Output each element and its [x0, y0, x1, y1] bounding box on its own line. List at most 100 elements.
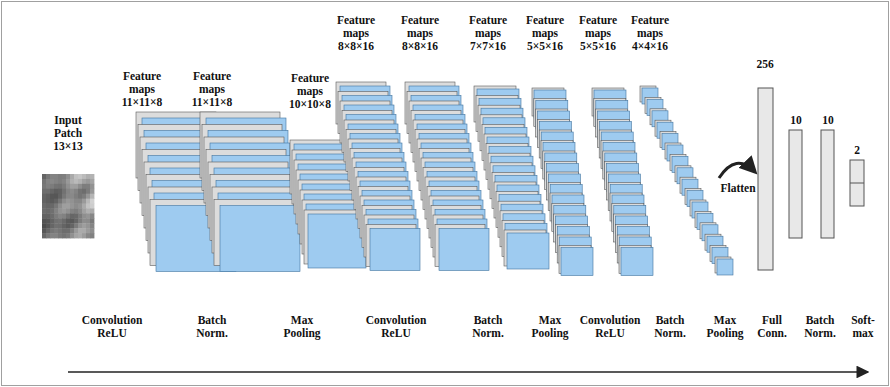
feature-map-back	[476, 96, 518, 132]
layer-label: Batch Norm.	[649, 314, 691, 340]
patch-pixel	[46, 218, 50, 223]
feature-map-back	[605, 162, 637, 190]
patch-pixel	[58, 218, 62, 223]
feature-map-back	[423, 168, 473, 210]
feature-map-face	[610, 185, 642, 213]
feature-map-face	[483, 118, 525, 154]
feature-map-back	[474, 86, 516, 122]
feature-map	[478, 105, 523, 144]
feature-map	[421, 158, 475, 204]
feature-map-back	[539, 130, 571, 158]
feature-map-back	[417, 139, 467, 181]
feature-map-heading: Feature maps 10×10×8	[283, 72, 337, 111]
feature-map-face	[507, 233, 549, 269]
feature-map-face	[348, 124, 398, 166]
feature-map-back	[612, 204, 644, 232]
feature-map-face	[296, 154, 354, 208]
feature-map-face	[497, 185, 539, 221]
feature-map	[612, 204, 646, 234]
feature-map-heading: Feature maps 5×5×16	[573, 14, 623, 53]
patch-pixel	[54, 189, 58, 194]
feature-map-face	[692, 202, 708, 218]
feature-map	[405, 82, 459, 128]
patch-pixel	[86, 228, 90, 233]
feature-map	[548, 183, 582, 213]
feature-map-face	[302, 184, 360, 238]
patch-pixel	[82, 208, 86, 213]
patch-pixel	[66, 218, 70, 223]
label-slot: Flatten	[713, 182, 763, 195]
patch-pixel	[42, 208, 46, 213]
patch-pixel	[86, 223, 90, 228]
feature-map	[480, 115, 525, 154]
patch-pixel	[82, 218, 86, 223]
feature-map	[294, 160, 356, 218]
feature-map-back	[435, 225, 485, 267]
feature-map	[292, 150, 354, 208]
patch-pixel	[90, 174, 94, 179]
feature-map	[554, 214, 588, 244]
patch-pixel	[78, 174, 82, 179]
feature-map-back	[338, 92, 388, 134]
feature-map-back	[608, 183, 640, 211]
feature-map-face	[358, 172, 408, 214]
feature-map-face	[433, 200, 483, 242]
patch-pixel	[42, 184, 46, 189]
patch-pixel	[54, 208, 58, 213]
feature-map	[298, 180, 360, 238]
patch-pixel	[46, 189, 50, 194]
feature-map-face	[491, 156, 533, 192]
feature-map-back	[650, 109, 666, 125]
patch-pixel	[86, 233, 90, 238]
patch-pixel	[62, 218, 66, 223]
patch-pixel	[54, 218, 58, 223]
patch-pixel	[86, 184, 90, 189]
feature-map-back	[541, 141, 573, 169]
patch-pixel	[86, 174, 90, 179]
feature-map	[690, 200, 708, 218]
feature-map-back	[660, 132, 676, 148]
softmax-output: 2	[843, 144, 871, 208]
patch-pixel	[42, 204, 46, 209]
patch-pixel	[58, 184, 62, 189]
patch-pixel	[74, 179, 78, 184]
feature-map-face	[346, 115, 396, 157]
patch-pixel	[78, 194, 82, 199]
feature-map-back	[411, 111, 461, 153]
feature-map	[599, 130, 633, 160]
feature-map	[212, 187, 298, 259]
feature-map-face	[419, 134, 469, 176]
feature-map-back	[425, 177, 475, 219]
patch-pixel	[70, 223, 74, 228]
feature-map	[484, 134, 529, 173]
feature-map-back	[421, 158, 471, 200]
patch-pixel	[90, 213, 94, 218]
feature-map-face	[206, 118, 286, 184]
patch-pixel	[82, 199, 86, 204]
feature-map-face	[657, 122, 673, 138]
patch-pixel	[82, 174, 86, 179]
patch-pixel	[78, 208, 82, 213]
feature-map-back	[700, 223, 716, 239]
feature-map-face	[306, 204, 364, 258]
patch-pixel	[46, 228, 50, 233]
feature-map-back	[645, 97, 661, 113]
input-patch: Input Patch 13×13	[38, 114, 98, 240]
feature-map-face	[146, 143, 226, 209]
feature-map-back	[594, 99, 626, 127]
feature-map-face	[598, 111, 630, 139]
patch-pixel	[82, 179, 86, 184]
feature-map-back	[415, 130, 465, 172]
feature-map-back	[352, 158, 402, 200]
patch-pixel	[50, 179, 54, 184]
feature-map-back	[350, 149, 400, 191]
patch-pixel	[58, 179, 62, 184]
feature-map-face	[368, 219, 418, 261]
feature-map-back	[690, 200, 706, 216]
patch-pixel	[62, 233, 66, 238]
patch-pixel	[74, 228, 78, 233]
label-slot: Max Pooling	[277, 314, 327, 340]
patch-pixel	[90, 194, 94, 199]
feature-map-face	[697, 213, 713, 229]
feature-map-face	[677, 168, 693, 184]
